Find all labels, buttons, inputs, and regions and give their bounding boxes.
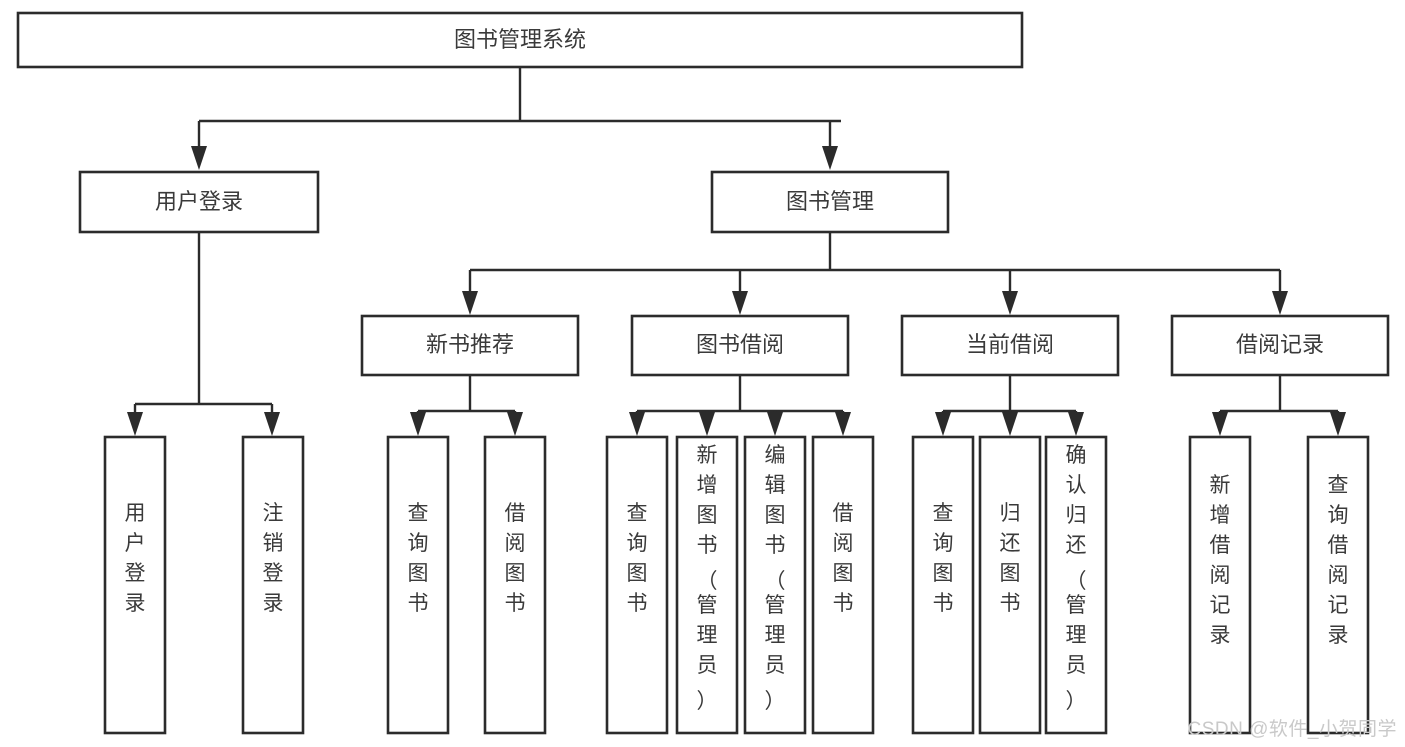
node-current-borrow-label: 当前借阅 [966, 332, 1054, 357]
node-root-box[interactable] [16, 11, 1024, 69]
node-leaf-add-record[interactable]: 新增借阅记录 [1188, 435, 1252, 735]
node-leaf-query-book-1[interactable]: 查询图书 [386, 435, 450, 735]
node-new-book-recommend-label: 新书推荐 [426, 332, 514, 357]
node-book-manage[interactable]: 图书管理 [710, 170, 950, 234]
arrow-to-new-book-recommend [462, 291, 478, 315]
node-leaf-borrow-book-2[interactable]: 借阅图书 [811, 435, 875, 735]
arrow-to-leaf-query-book-1 [410, 412, 426, 436]
node-leaf-logout-login-box[interactable] [241, 435, 305, 735]
arrow-to-leaf-user-login [127, 412, 143, 436]
arrow-to-leaf-borrow-book-2 [835, 412, 851, 436]
node-leaf-query-record-label: 查询借阅记录 [1328, 474, 1349, 647]
node-leaf-query-book-3[interactable]: 查询图书 [911, 435, 975, 735]
node-leaf-edit-book-label: 编辑图书（管理员） [765, 444, 786, 713]
connector-layer [127, 67, 1346, 436]
node-leaf-confirm-return[interactable]: 确认归还（管理员） [1044, 435, 1108, 735]
arrow-to-leaf-query-book-2 [629, 412, 645, 436]
node-book-manage-box[interactable] [710, 170, 950, 234]
node-leaf-user-login[interactable]: 用户登录 [103, 435, 167, 735]
node-leaf-query-record[interactable]: 查询借阅记录 [1306, 435, 1370, 735]
node-current-borrow-box[interactable] [900, 314, 1120, 377]
node-leaf-return-book-box[interactable] [978, 435, 1042, 735]
arrow-to-leaf-confirm-return [1068, 412, 1084, 436]
node-leaf-add-record-label: 新增借阅记录 [1210, 474, 1231, 647]
arrow-to-leaf-return-book [1002, 412, 1018, 436]
node-root[interactable]: 图书管理系统 [16, 11, 1024, 69]
node-user-login[interactable]: 用户登录 [78, 170, 320, 234]
node-leaf-query-book-3-box[interactable] [911, 435, 975, 735]
node-new-book-recommend-box[interactable] [360, 314, 580, 377]
node-root-label: 图书管理系统 [454, 27, 586, 52]
node-leaf-add-record-box[interactable] [1188, 435, 1252, 735]
arrow-to-book-borrow [732, 291, 748, 315]
arrow-to-leaf-query-book-3 [935, 412, 951, 436]
node-leaf-add-book[interactable]: 新增图书（管理员） [675, 435, 739, 735]
node-leaf-logout-login[interactable]: 注销登录 [241, 435, 305, 735]
arrow-to-leaf-borrow-book-1 [507, 412, 523, 436]
node-leaf-user-login-label: 用户登录 [125, 502, 146, 615]
node-leaf-borrow-book-1[interactable]: 借阅图书 [483, 435, 547, 735]
arrow-to-leaf-query-record [1330, 412, 1346, 436]
node-leaf-query-book-2[interactable]: 查询图书 [605, 435, 669, 735]
node-leaf-confirm-return-label: 确认归还（管理员） [1066, 444, 1087, 713]
node-borrow-record-box[interactable] [1170, 314, 1390, 377]
arrow-to-leaf-logout-login [264, 412, 280, 436]
arrow-to-leaf-add-record [1212, 412, 1228, 436]
node-leaf-query-book-2-box[interactable] [605, 435, 669, 735]
arrow-to-user-login [191, 146, 207, 170]
node-leaf-borrow-book-2-box[interactable] [811, 435, 875, 735]
node-book-borrow-box[interactable] [630, 314, 850, 377]
node-leaf-borrow-book-2-label: 借阅图书 [833, 502, 854, 615]
node-book-borrow[interactable]: 图书借阅 [630, 314, 850, 377]
node-borrow-record-label: 借阅记录 [1236, 332, 1324, 357]
node-leaf-borrow-book-1-box[interactable] [483, 435, 547, 735]
node-user-login-label: 用户登录 [155, 189, 243, 214]
arrow-to-book-manage [822, 146, 838, 170]
node-leaf-query-book-2-label: 查询图书 [627, 502, 648, 615]
node-book-borrow-label: 图书借阅 [696, 332, 784, 357]
arrow-to-borrow-record [1272, 291, 1288, 315]
node-leaf-query-book-1-box[interactable] [386, 435, 450, 735]
arrow-to-current-borrow [1002, 291, 1018, 315]
node-leaf-add-book-box[interactable] [675, 435, 739, 735]
arrow-to-leaf-add-book [699, 412, 715, 436]
node-leaf-query-record-box[interactable] [1306, 435, 1370, 735]
node-leaf-return-book-label: 归还图书 [1000, 502, 1021, 615]
arrow-to-leaf-edit-book [767, 412, 783, 436]
node-leaf-query-book-3-label: 查询图书 [933, 502, 954, 615]
node-current-borrow[interactable]: 当前借阅 [900, 314, 1120, 377]
node-leaf-return-book[interactable]: 归还图书 [978, 435, 1042, 735]
node-borrow-record[interactable]: 借阅记录 [1170, 314, 1390, 377]
node-user-login-box[interactable] [78, 170, 320, 234]
node-leaf-user-login-box[interactable] [103, 435, 167, 735]
node-leaf-borrow-book-1-label: 借阅图书 [505, 502, 526, 615]
node-leaf-logout-login-label: 注销登录 [263, 502, 284, 615]
node-leaf-add-book-label: 新增图书（管理员） [697, 444, 718, 713]
node-leaf-confirm-return-box[interactable] [1044, 435, 1108, 735]
node-book-manage-label: 图书管理 [786, 189, 874, 214]
csdn-watermark: CSDN @软件_小贺同学 [1187, 719, 1397, 740]
node-leaf-edit-book[interactable]: 编辑图书（管理员） [743, 435, 807, 735]
node-leaf-query-book-1-label: 查询图书 [408, 502, 429, 615]
node-leaf-edit-book-box[interactable] [743, 435, 807, 735]
node-new-book-recommend[interactable]: 新书推荐 [360, 314, 580, 377]
